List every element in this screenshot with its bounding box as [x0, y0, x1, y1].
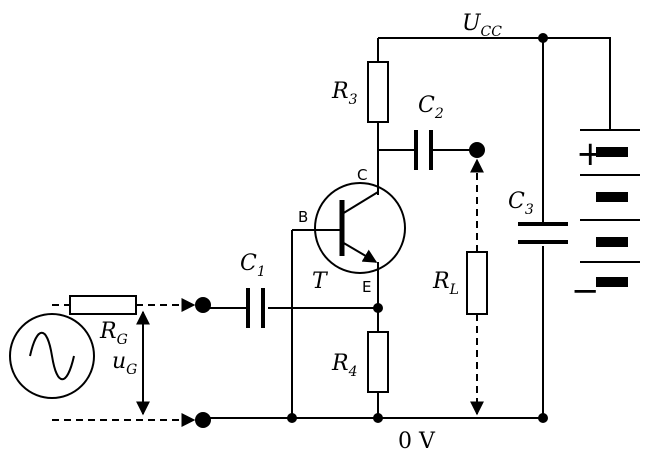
r3-label: R3: [331, 79, 358, 108]
r4-label: R4: [331, 351, 358, 380]
emitter-node-dot: [373, 303, 383, 313]
ground-node-dot-2: [373, 413, 383, 423]
supply-node-dot: [538, 33, 548, 43]
ac-generator-circle: [9, 313, 95, 399]
transistor-emitter-lead: [341, 241, 378, 263]
c2-label: C2: [418, 93, 444, 122]
c3-label: C3: [508, 189, 534, 218]
rg-label: RG: [99, 319, 128, 348]
ground-label: 0 V: [398, 429, 436, 454]
battery-plus-sign: +: [576, 134, 605, 174]
ground-node-dot-1: [287, 413, 297, 423]
collector-pin-label: C: [357, 166, 367, 184]
rl-label: RL: [432, 269, 459, 298]
resistor-rg: [69, 295, 137, 315]
resistor-rl: [466, 251, 488, 315]
supply-voltage-label: UCC: [462, 11, 502, 40]
battery-cell-4-short: [596, 277, 628, 287]
transistor-collector-lead: [341, 191, 379, 215]
base-pin-label: B: [298, 208, 308, 226]
resistor-r3: [367, 61, 389, 123]
sine-wave-icon: [29, 332, 75, 380]
battery-minus-sign: −: [571, 271, 600, 311]
input-terminal-top: [195, 297, 211, 313]
transistor-body: [314, 182, 406, 274]
ground-node-dot-3: [538, 413, 548, 423]
input-terminal-bottom: [195, 412, 211, 428]
emitter-pin-label: E: [362, 278, 371, 296]
battery-cell-3-short: [596, 237, 628, 247]
battery-cell-1-short: [596, 147, 628, 157]
battery-cell-2-short: [596, 192, 628, 202]
ug-label: uG: [112, 349, 137, 378]
transistor-label: T: [312, 269, 329, 294]
resistor-r4: [367, 331, 389, 393]
supply-rail-wire: [378, 37, 611, 130]
output-terminal-top: [469, 142, 485, 158]
c1-label: C1: [240, 251, 266, 280]
